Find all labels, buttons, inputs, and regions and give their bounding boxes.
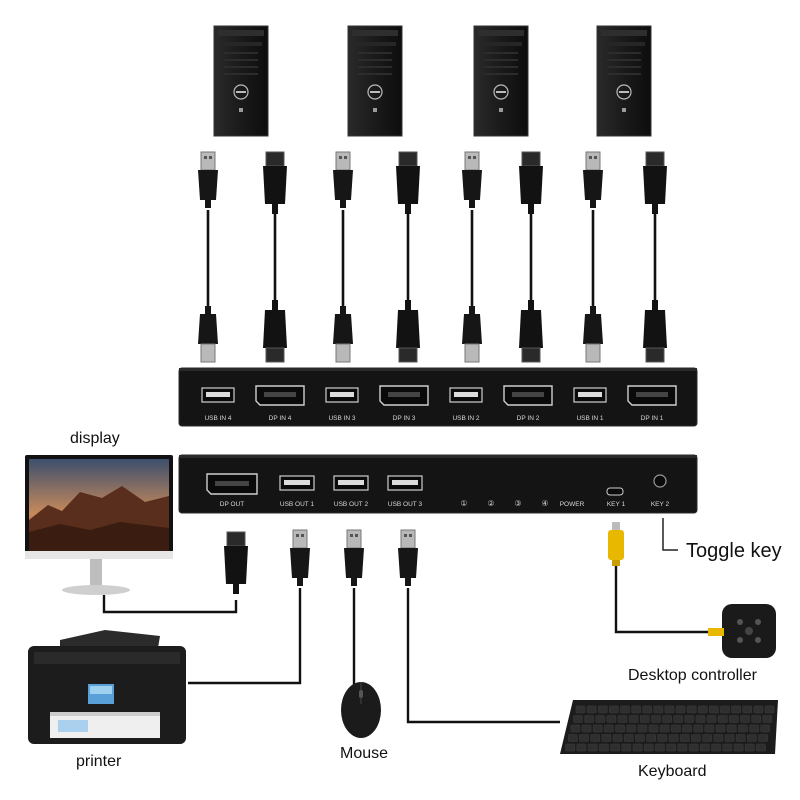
port-label: DP IN 3 xyxy=(393,415,416,422)
port-label: USB IN 2 xyxy=(452,415,479,422)
mouse xyxy=(341,682,381,738)
usb-plug-bottom xyxy=(462,306,482,363)
usb-cable xyxy=(583,151,603,363)
port-label: USB OUT 1 xyxy=(280,501,315,508)
dp-cable xyxy=(519,151,543,363)
channel-led-label: ② xyxy=(487,499,494,508)
output-cables xyxy=(102,565,708,724)
dp-plug-bottom xyxy=(396,300,420,363)
usb-input-port: USB IN 3 xyxy=(325,387,359,422)
toggle-key-leader xyxy=(662,518,678,551)
dp-plug-top xyxy=(396,151,420,214)
output-plugs xyxy=(224,522,624,594)
computer-tower xyxy=(213,25,269,137)
toggle-key-label: Toggle key xyxy=(686,540,782,562)
port-label: USB OUT 3 xyxy=(388,501,423,508)
port-label: USB IN 4 xyxy=(204,415,231,422)
computer-tower xyxy=(596,25,652,137)
channel-led-label: ④ xyxy=(541,499,548,508)
dp-plug-top xyxy=(263,151,287,214)
port-label: DP OUT xyxy=(220,501,244,508)
computer-tower xyxy=(347,25,403,137)
usb-plug-bottom xyxy=(198,306,218,363)
usb-output-plug xyxy=(398,529,418,586)
kvm-output-panel xyxy=(178,454,698,514)
display-monitor xyxy=(25,455,173,595)
dp-input-port: DP IN 4 xyxy=(255,385,305,422)
usb-input-port: USB IN 1 xyxy=(573,387,607,422)
port-label: KEY 2 xyxy=(651,501,670,508)
display-label: display xyxy=(70,430,120,447)
usb-cable xyxy=(198,151,218,363)
computer-tower xyxy=(473,25,529,137)
usb-cable xyxy=(462,151,482,363)
usb-plug-top xyxy=(333,151,353,208)
port-label: USB IN 1 xyxy=(576,415,603,422)
usb-plug-bottom xyxy=(583,306,603,363)
usb-output-plug xyxy=(290,529,310,586)
usb-output-port: USB OUT 3 xyxy=(387,475,423,508)
keyboard-label: Keyboard xyxy=(638,763,707,780)
dp-input-port: DP IN 2 xyxy=(503,385,553,422)
printer xyxy=(28,630,186,744)
dp-input-port: DP IN 3 xyxy=(379,385,429,422)
key1-port: KEY 1 xyxy=(606,487,626,508)
controller-plug xyxy=(608,522,624,566)
usb-plug-top xyxy=(198,151,218,208)
usb-plug-top xyxy=(583,151,603,208)
usb-plug-bottom xyxy=(333,306,353,363)
dp-cable xyxy=(643,151,667,363)
desktop-controller-label: Desktop controller xyxy=(628,667,757,684)
usb-input-port: USB IN 2 xyxy=(449,387,483,422)
dp-plug-top xyxy=(519,151,543,214)
port-label: USB IN 3 xyxy=(328,415,355,422)
usb-output-port: USB OUT 1 xyxy=(279,475,315,508)
power-label: POWER xyxy=(560,501,585,508)
port-label: KEY 1 xyxy=(607,501,626,508)
output-ports: DP OUT USB OUT 1 USB OUT 2 USB OUT 3 ① ② ③ ④ POW… xyxy=(206,473,670,508)
dp-input-port: DP IN 1 xyxy=(627,385,677,422)
computer-group xyxy=(213,25,652,137)
dp-plug-bottom xyxy=(519,300,543,363)
usb-output-port: USB OUT 2 xyxy=(333,475,369,508)
dp-cable xyxy=(396,151,420,363)
usb-output-plug xyxy=(344,529,364,586)
keyboard xyxy=(560,700,778,754)
dp-output-plug xyxy=(224,531,248,594)
port-label: USB OUT 2 xyxy=(334,501,369,508)
input-cables xyxy=(198,151,667,363)
printer-label: printer xyxy=(76,753,122,770)
kvm-input-panel xyxy=(178,367,698,427)
port-label: DP IN 4 xyxy=(269,415,292,422)
input-ports: USB IN 4 DP IN 4 USB IN 3 DP IN 3 USB IN 2 DP… xyxy=(201,385,677,422)
dp-plug-bottom xyxy=(263,300,287,363)
port-label: DP IN 2 xyxy=(517,415,540,422)
channel-led-label: ① xyxy=(460,499,467,508)
key2-toggle-button: KEY 2 xyxy=(651,474,670,508)
desktop-controller xyxy=(708,604,776,658)
dp-output-port: DP OUT xyxy=(206,473,258,508)
usb-plug-top xyxy=(462,151,482,208)
usb-cable xyxy=(333,151,353,363)
dp-cable xyxy=(263,151,287,363)
port-label: DP IN 1 xyxy=(641,415,664,422)
dp-plug-bottom xyxy=(643,300,667,363)
usb-input-port: USB IN 4 xyxy=(201,387,235,422)
dp-plug-top xyxy=(643,151,667,214)
mouse-label: Mouse xyxy=(340,745,389,762)
channel-led-label: ③ xyxy=(514,499,521,508)
